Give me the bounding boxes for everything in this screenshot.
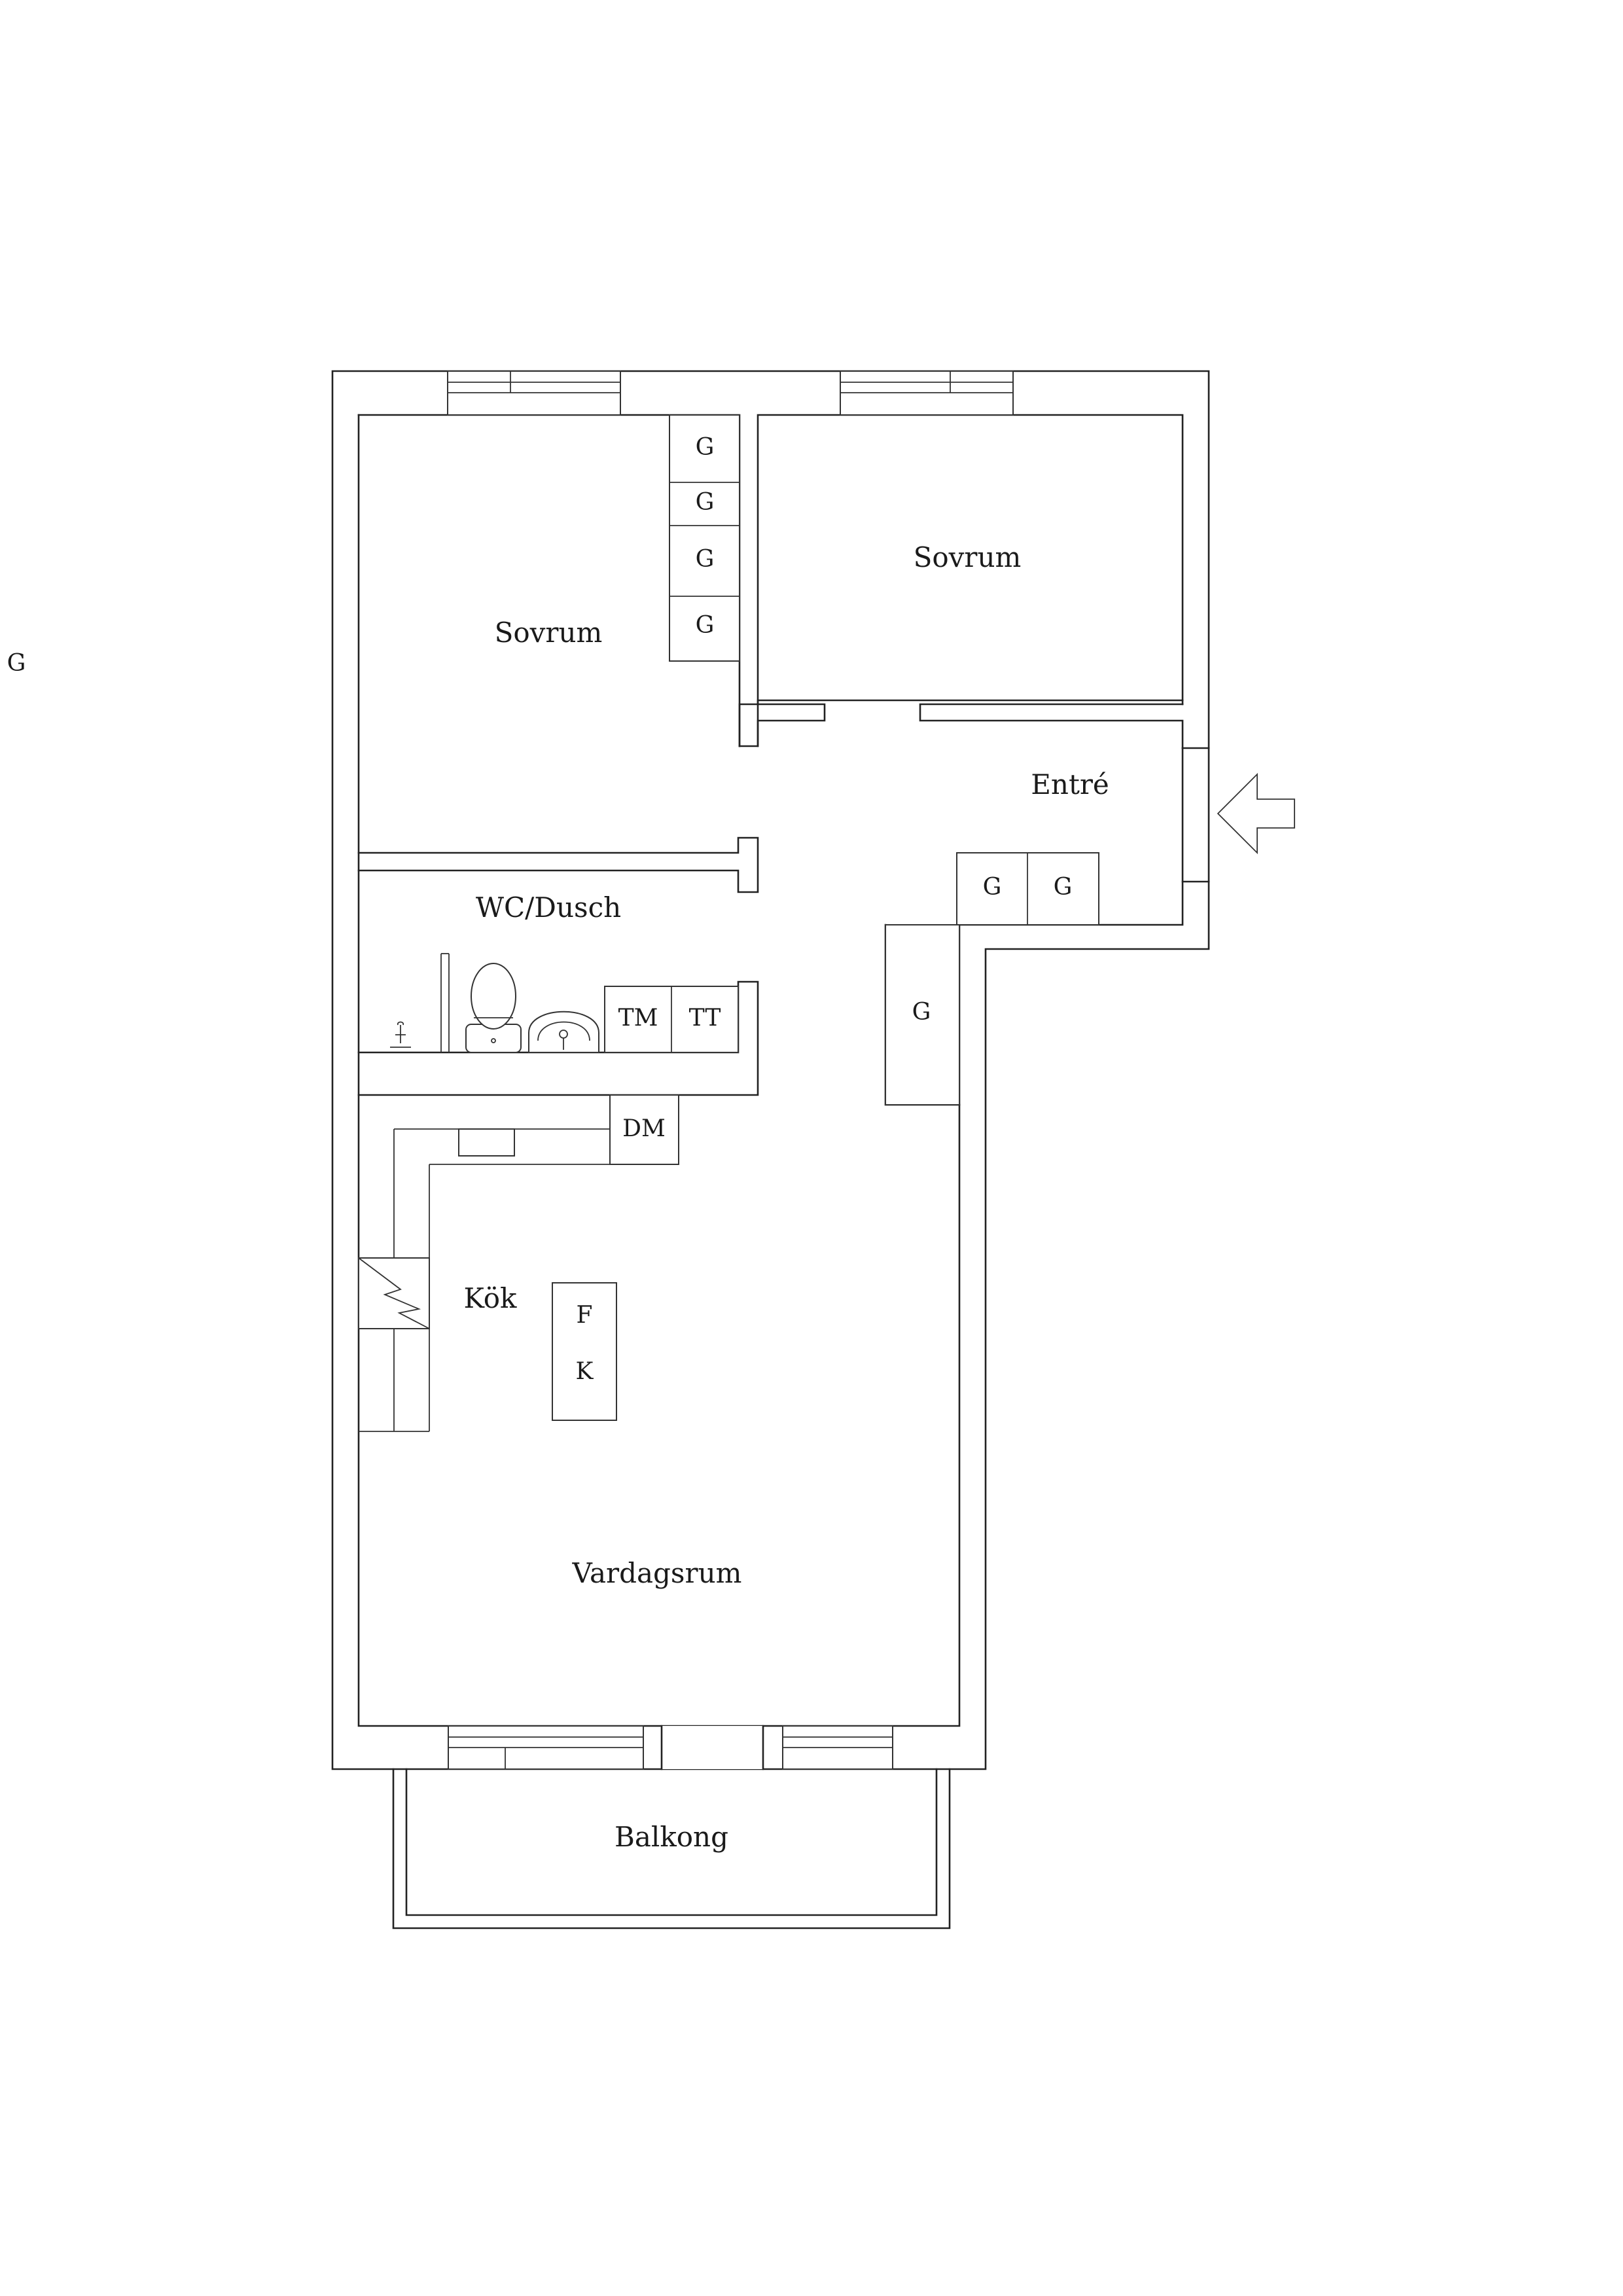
hall-closet-g: G <box>912 999 931 1026</box>
balcony <box>392 1768 951 1929</box>
window-top-right <box>840 370 1014 416</box>
outer-wall <box>331 370 1210 1770</box>
dishwasher-label: DM <box>622 1115 666 1142</box>
entrance-closets <box>956 852 1099 925</box>
dishwasher <box>609 1094 679 1165</box>
closet-g-4: G <box>696 612 715 639</box>
sink-icon <box>528 1011 599 1053</box>
balcony-door <box>660 1725 764 1770</box>
washing-machine-label: TM <box>618 1005 658 1031</box>
inner-wall-outline <box>357 414 1184 1727</box>
kitchen-sink-icon <box>458 1128 515 1157</box>
bedroom-closets <box>669 414 740 662</box>
fridge-label: F <box>577 1302 593 1329</box>
bedroom-left-bottom-wall <box>357 836 759 893</box>
tumble-dryer-label: TT <box>689 1005 721 1031</box>
window-top-left <box>447 370 621 416</box>
entrance-closet-g-2: G <box>1054 874 1073 901</box>
window-bottom-right <box>782 1725 893 1770</box>
hall-closet <box>885 924 960 1105</box>
closet-g-3: G <box>696 546 715 573</box>
entrance-arrow-icon <box>1217 772 1295 855</box>
laundry-units <box>604 986 739 1053</box>
entrance-wall-right <box>1181 747 1210 883</box>
bedroom-right-wall <box>738 699 1184 747</box>
room-living: Vardagsrum <box>572 1557 742 1589</box>
freezer-label: K <box>576 1358 594 1385</box>
inner-wall-top <box>357 414 1184 747</box>
closet-g-1: G <box>696 434 715 461</box>
bedroom-right-door-wall-right <box>919 703 1184 749</box>
fridge-freezer <box>552 1282 617 1421</box>
room-entrance: Entré <box>1031 768 1109 800</box>
stray-closet-label: G <box>7 650 26 677</box>
room-bedroom-right: Sovrum <box>914 541 1022 573</box>
closet-g-2: G <box>696 489 715 516</box>
room-bedroom-left: Sovrum <box>495 617 603 649</box>
room-balcony: Balkong <box>615 1821 728 1853</box>
stove-icon <box>358 1257 430 1329</box>
bedroom-right-door-wall-left <box>738 703 826 747</box>
room-bathroom: WC/Dusch <box>476 891 621 924</box>
window-bottom-left <box>448 1725 644 1770</box>
entrance-closet-g-1: G <box>983 874 1002 901</box>
toilet-icon <box>465 963 522 1053</box>
room-kitchen: Kök <box>464 1282 518 1314</box>
shower-icon <box>390 953 450 1052</box>
